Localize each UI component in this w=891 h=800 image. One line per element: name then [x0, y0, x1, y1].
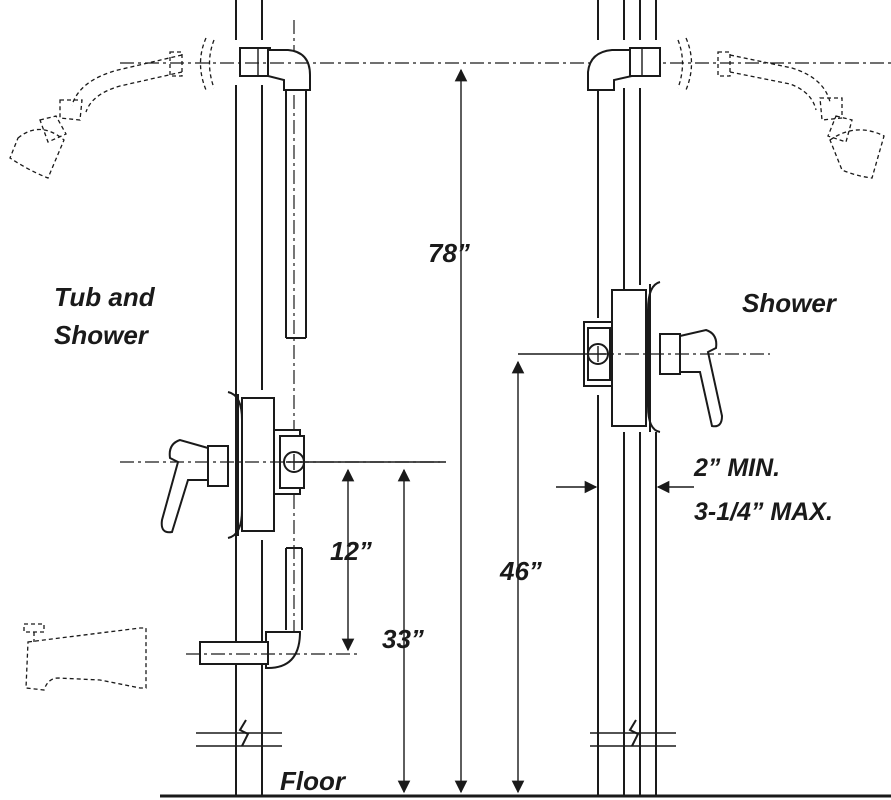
- dim-33-label: 33”: [382, 624, 424, 654]
- tub-and-shower-label-line2: Shower: [54, 320, 150, 350]
- wall-min-label: 2” MIN.: [693, 454, 780, 482]
- dim-46-label: 46”: [499, 556, 542, 586]
- tub-and-shower-label-line1: Tub and: [54, 282, 156, 312]
- floor-label: Floor: [280, 766, 347, 796]
- tub-and-shower-assembly: [9, 0, 891, 796]
- wall-max-label: 3-1/4” MAX.: [694, 498, 833, 526]
- dim-78-label: 78”: [428, 238, 470, 268]
- dim-12-label: 12”: [330, 536, 372, 566]
- shower-label: Shower: [742, 288, 838, 318]
- shower-assembly: [518, 0, 885, 796]
